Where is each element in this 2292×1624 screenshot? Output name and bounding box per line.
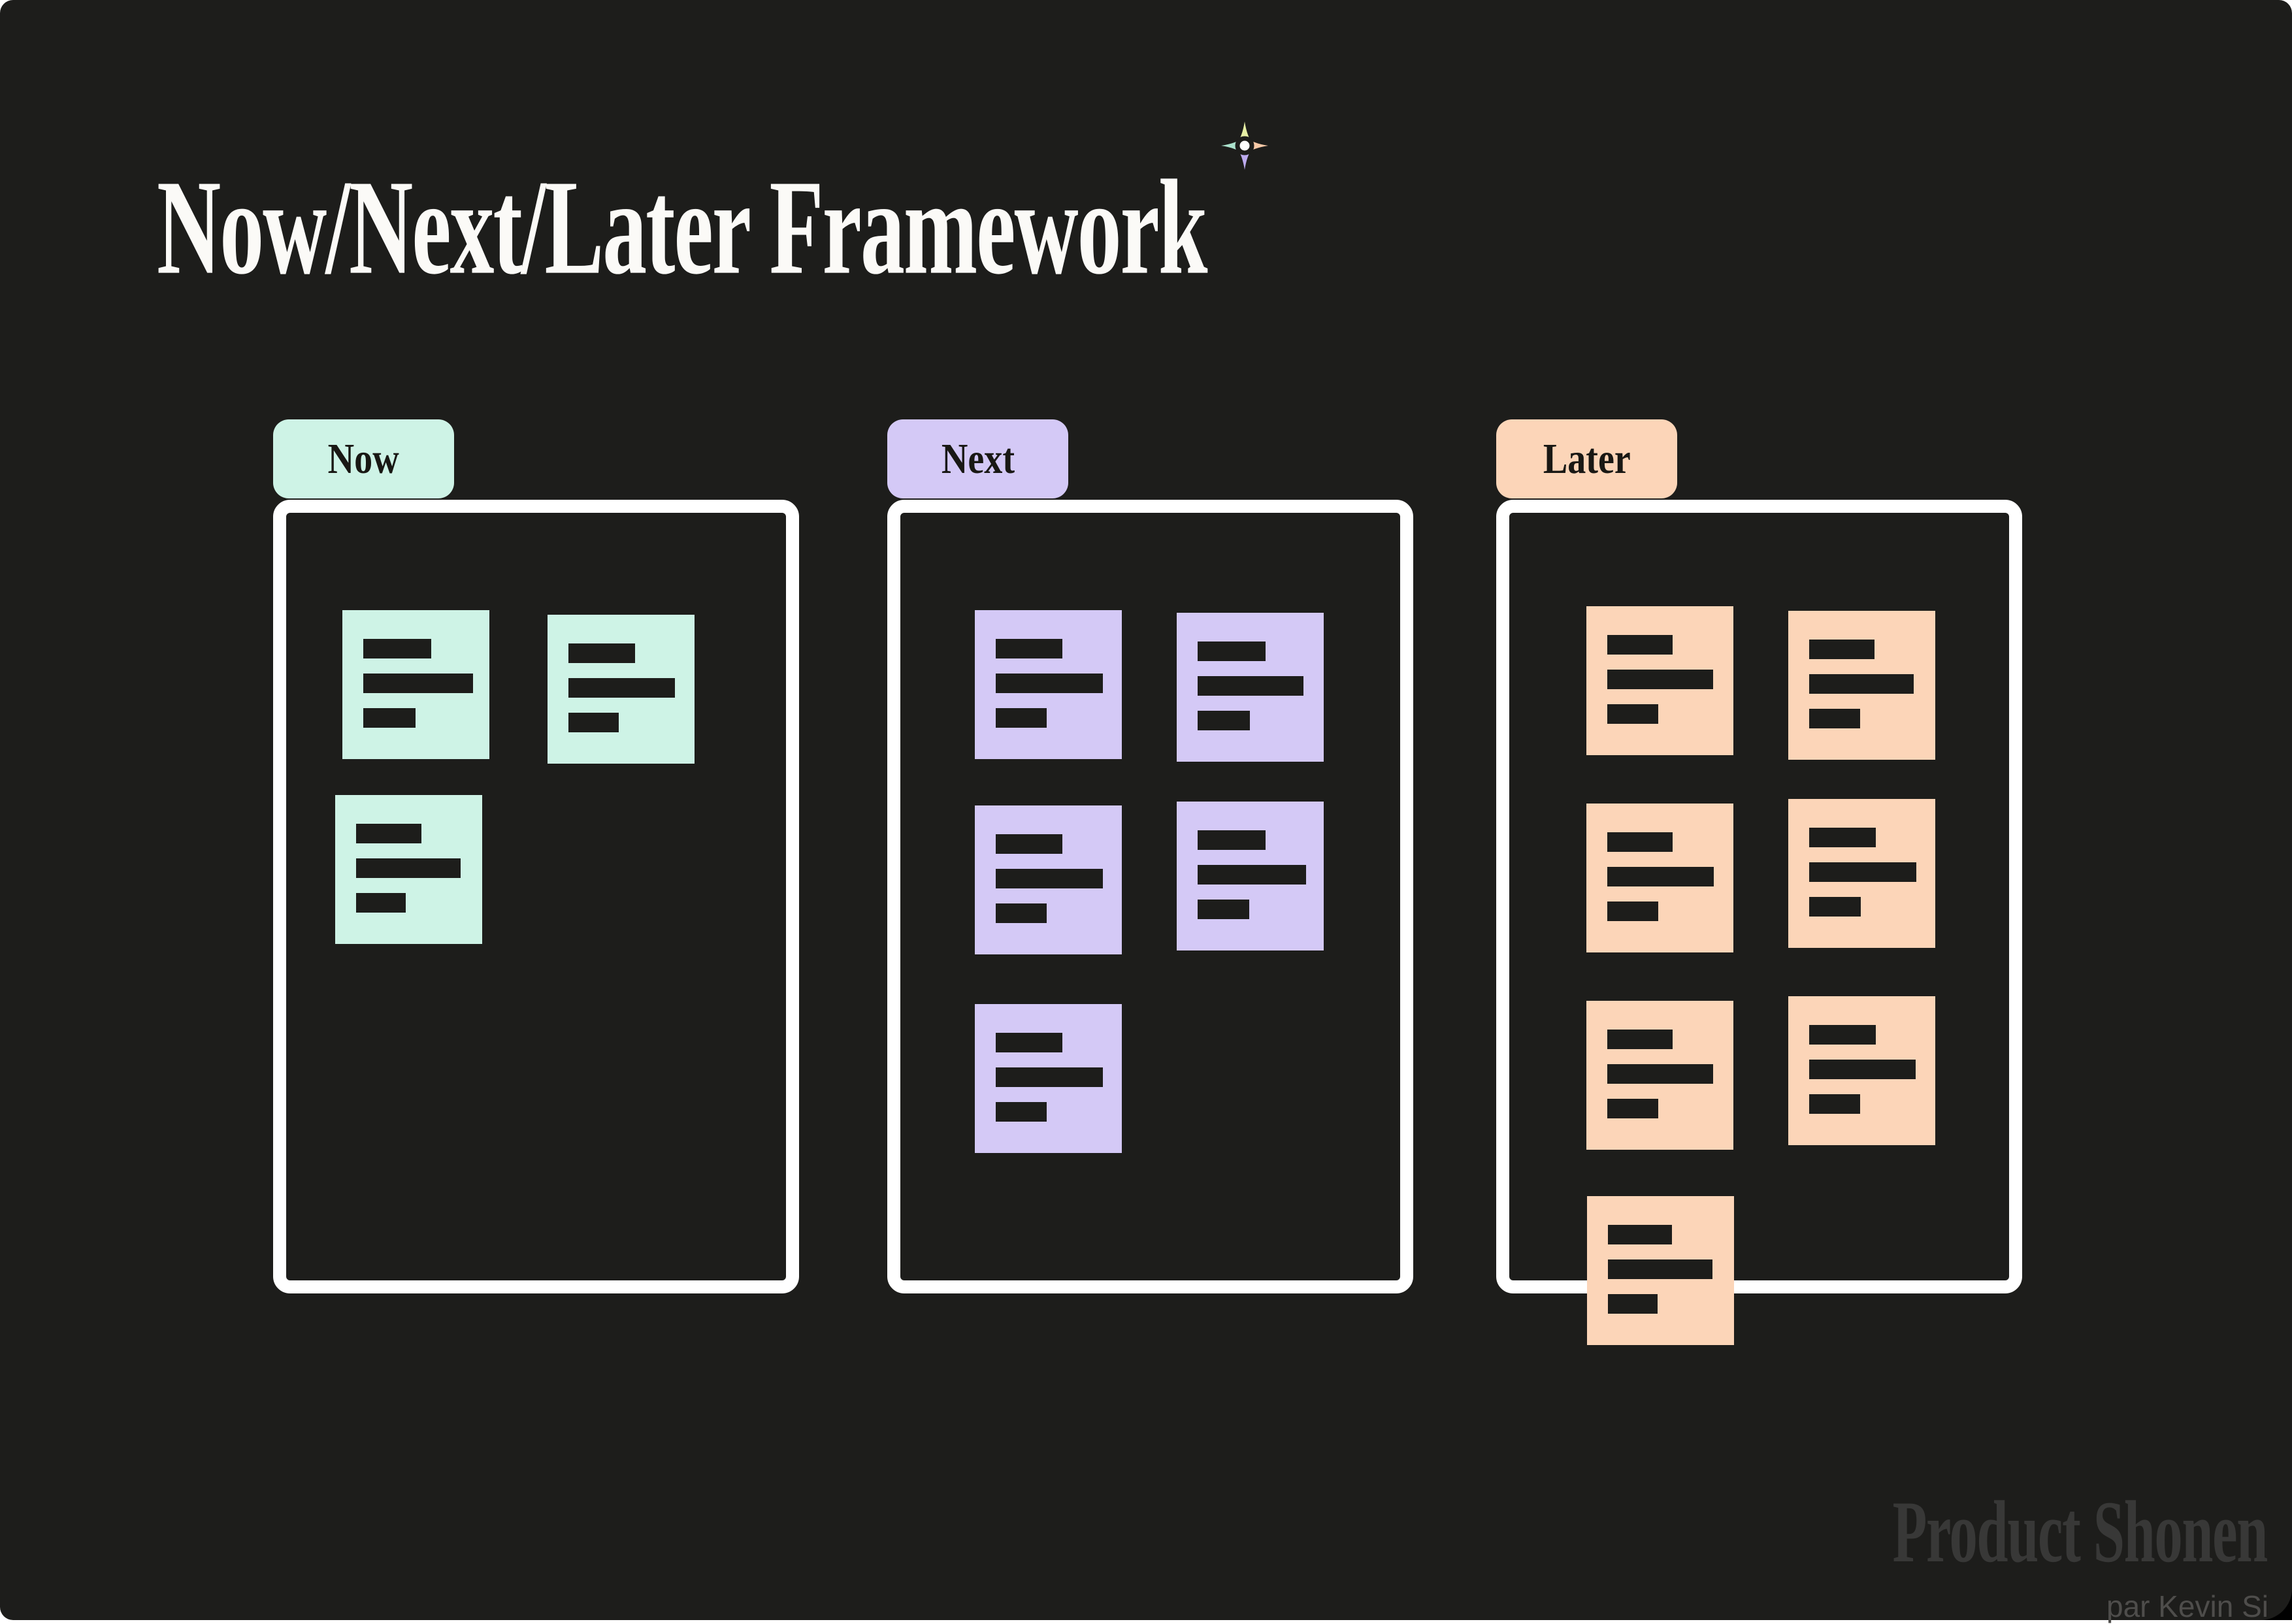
- text-line-placeholder: [568, 678, 675, 698]
- column-label-pill-now[interactable]: Now: [273, 419, 454, 498]
- text-line-placeholder: [996, 1102, 1047, 1122]
- text-line-placeholder: [1198, 865, 1306, 885]
- text-line-placeholder: [1607, 1064, 1713, 1084]
- column-label-next: Next: [941, 434, 1015, 483]
- watermark-byline: par Kevin Si: [2106, 1589, 2268, 1623]
- column-label-pill-next[interactable]: Next: [887, 419, 1068, 498]
- text-line-placeholder: [1608, 1294, 1658, 1314]
- text-line-placeholder: [1809, 674, 1914, 694]
- text-line-placeholder: [996, 869, 1103, 888]
- text-line-placeholder: [568, 713, 619, 732]
- text-line-placeholder: [1809, 640, 1875, 659]
- watermark-brand: Product Shonen: [1892, 1484, 2268, 1581]
- sticky-note-card-later-7[interactable]: [1587, 1196, 1734, 1345]
- sticky-note-card-next-3[interactable]: [975, 805, 1122, 954]
- text-line-placeholder: [996, 708, 1047, 728]
- sparkle-center-dot: [1235, 136, 1254, 155]
- sticky-note-card-later-5[interactable]: [1586, 1001, 1733, 1150]
- text-line-placeholder: [363, 674, 473, 693]
- sticky-note-card-later-4[interactable]: [1788, 799, 1935, 948]
- text-line-placeholder: [996, 1067, 1103, 1087]
- text-line-placeholder: [996, 834, 1062, 854]
- text-line-placeholder: [1198, 676, 1303, 696]
- text-line-placeholder: [1607, 1099, 1658, 1118]
- text-line-placeholder: [1809, 1060, 1916, 1079]
- text-line-placeholder: [1608, 1225, 1672, 1244]
- column-label-pill-later[interactable]: Later: [1496, 419, 1677, 498]
- column-frame-now: [273, 500, 799, 1293]
- sticky-note-card-next-5[interactable]: [975, 1004, 1122, 1153]
- text-line-placeholder: [1607, 704, 1658, 724]
- text-line-placeholder: [363, 708, 416, 728]
- column-frame-later: [1496, 500, 2022, 1293]
- sticky-note-card-now-2[interactable]: [548, 615, 695, 764]
- text-line-placeholder: [1198, 711, 1250, 730]
- text-line-placeholder: [996, 639, 1062, 658]
- text-line-placeholder: [1809, 1094, 1860, 1114]
- column-label-now: Now: [327, 434, 400, 483]
- text-line-placeholder: [1198, 830, 1266, 850]
- sticky-note-card-now-1[interactable]: [342, 610, 489, 759]
- text-line-placeholder: [1809, 828, 1876, 847]
- text-line-placeholder: [356, 893, 406, 913]
- text-line-placeholder: [1198, 900, 1249, 919]
- text-line-placeholder: [1198, 641, 1266, 661]
- text-line-placeholder: [568, 643, 635, 663]
- column-now: Now: [273, 419, 799, 1412]
- text-line-placeholder: [1608, 1259, 1712, 1279]
- text-line-placeholder: [363, 639, 431, 658]
- sticky-note-card-next-1[interactable]: [975, 610, 1122, 759]
- sticky-note-card-later-6[interactable]: [1788, 996, 1935, 1145]
- sticky-note-card-later-1[interactable]: [1586, 606, 1733, 755]
- compass-sparkle-icon: [1221, 122, 1268, 170]
- text-line-placeholder: [996, 674, 1103, 693]
- text-line-placeholder: [996, 1033, 1062, 1052]
- sticky-note-card-now-3[interactable]: [335, 795, 482, 944]
- text-line-placeholder: [356, 824, 421, 843]
- text-line-placeholder: [1809, 1025, 1876, 1045]
- column-later: Later: [1496, 419, 2022, 1412]
- text-line-placeholder: [1607, 867, 1714, 886]
- text-line-placeholder: [996, 903, 1047, 923]
- text-line-placeholder: [1809, 897, 1861, 917]
- sticky-note-card-next-4[interactable]: [1177, 802, 1324, 950]
- text-line-placeholder: [1607, 1030, 1673, 1049]
- text-line-placeholder: [1809, 862, 1916, 882]
- column-next: Next: [887, 419, 1413, 1412]
- sticky-note-card-later-2[interactable]: [1788, 611, 1935, 760]
- text-line-placeholder: [1607, 832, 1673, 852]
- text-line-placeholder: [1809, 709, 1860, 728]
- column-frame-next: [887, 500, 1413, 1293]
- column-label-later: Later: [1543, 434, 1631, 483]
- text-line-placeholder: [1607, 901, 1658, 921]
- sticky-note-card-later-3[interactable]: [1586, 804, 1733, 952]
- page-title: Now/Next/Later Framework: [157, 152, 1208, 303]
- text-line-placeholder: [1607, 635, 1673, 655]
- sticky-note-card-next-2[interactable]: [1177, 613, 1324, 762]
- text-line-placeholder: [1607, 670, 1713, 689]
- text-line-placeholder: [356, 858, 461, 878]
